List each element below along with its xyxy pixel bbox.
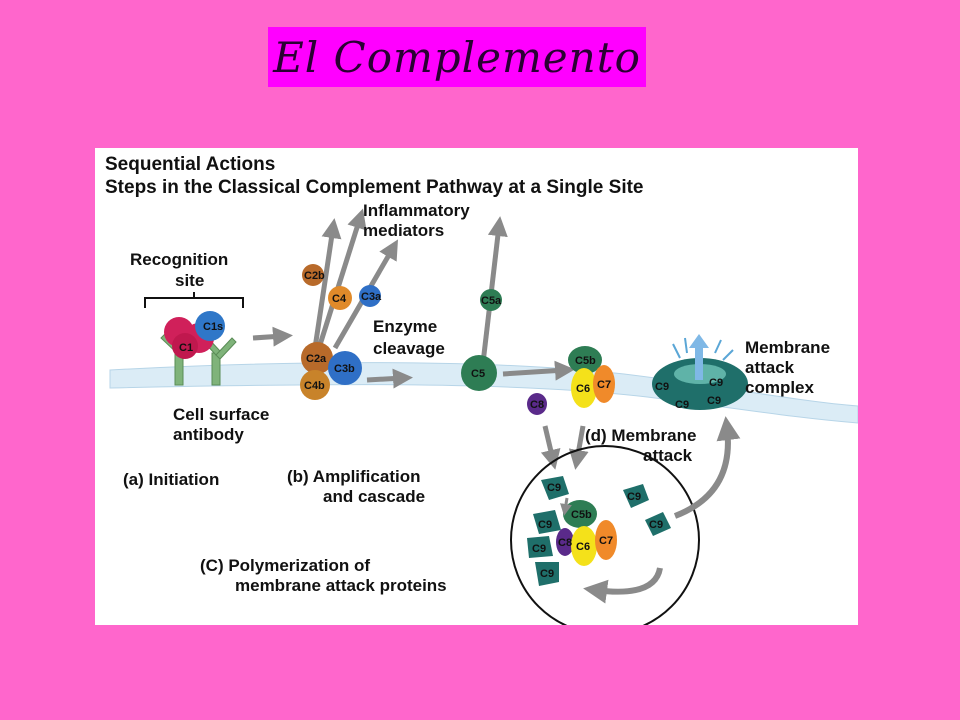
- molecule-c5b-top: [568, 346, 602, 374]
- label-poly-c9-4: C9: [538, 519, 552, 531]
- label-recognition: Recognition: [130, 250, 228, 269]
- arrow-b-to-c5: [366, 368, 413, 389]
- molecule-c2a: [301, 342, 333, 374]
- label-inflammatory: Inflammatory: [363, 201, 470, 220]
- label-c5a: C5a: [481, 295, 502, 307]
- heading-line2: Steps in the Classical Complement Pathwa…: [105, 177, 644, 198]
- label-antibody: antibody: [173, 425, 244, 444]
- arrow-in-circle: [560, 497, 572, 516]
- label-cell-surface: Cell surface: [173, 405, 269, 424]
- polymerization-circle: [510, 445, 700, 625]
- label-c8-free: C8: [530, 399, 544, 411]
- molecule-c4: [328, 286, 352, 310]
- molecule-c3b: [328, 351, 362, 385]
- label-c2b: C2b: [304, 270, 325, 282]
- title-banner: El Complemento: [268, 27, 646, 87]
- label-step-d-2: attack: [643, 446, 693, 465]
- label-mediators: mediators: [363, 221, 444, 240]
- label-poly-c6: C6: [576, 541, 590, 553]
- label-poly-c9-1: C9: [547, 482, 561, 494]
- heading-line1: Sequential Actions: [105, 154, 275, 175]
- molecule-c8-free: [527, 393, 547, 415]
- label-c5b-top: C5b: [575, 355, 596, 367]
- arrow-c2b-out: [312, 218, 342, 349]
- label-c4: C4: [332, 293, 347, 305]
- label-c3a: C3a: [361, 291, 382, 303]
- label-c1s: C1s: [203, 321, 223, 333]
- label-c2a: C2a: [306, 353, 327, 365]
- label-c3b: C3b: [334, 363, 355, 375]
- label-step-a: (a) Initiation: [123, 470, 219, 489]
- arrow-a-to-b: [252, 326, 293, 347]
- complement-pathway-diagram: Sequential Actions Steps in the Classica…: [105, 154, 858, 625]
- label-mac-3: complex: [745, 378, 815, 397]
- label-cleavage: cleavage: [373, 339, 445, 358]
- label-c7-top: C7: [597, 379, 611, 391]
- molecule-c2b: [302, 264, 324, 286]
- recognition-bracket: [144, 292, 244, 308]
- label-mac-c9-1: C9: [655, 381, 669, 393]
- label-mac-1: Membrane: [745, 338, 830, 357]
- label-step-b-2: and cascade: [323, 487, 425, 506]
- label-poly-c5b: C5b: [571, 509, 592, 521]
- label-c6-top: C6: [576, 383, 590, 395]
- label-c4b: C4b: [304, 380, 325, 392]
- molecule-c4b: [300, 370, 330, 400]
- arrow-down-2: [568, 425, 589, 470]
- molecule-c7-top: [593, 365, 615, 403]
- label-poly-c9-6: C9: [540, 568, 554, 580]
- arrow-down-1: [540, 425, 561, 470]
- label-enzyme: Enzyme: [373, 317, 437, 336]
- label-step-d-1: (d) Membrane: [585, 426, 696, 445]
- c1-complex: [164, 311, 225, 359]
- molecule-c5a: [480, 289, 502, 311]
- arrow-curve-right: [673, 416, 741, 519]
- label-poly-c7: C7: [599, 535, 613, 547]
- molecule-c3a: [359, 285, 381, 307]
- arrow-c5-to-c5b: [502, 360, 575, 381]
- molecule-c5: [461, 355, 497, 391]
- molecule-c6-top: [571, 368, 597, 408]
- label-step-c-2: membrane attack proteins: [235, 576, 447, 595]
- label-mac-c9-2: C9: [675, 399, 689, 411]
- arrow-curve-bottom: [583, 567, 663, 604]
- label-poly-c9-5: C9: [532, 543, 546, 555]
- label-c5: C5: [471, 368, 485, 380]
- label-step-c-1: (C) Polymerization of: [200, 556, 370, 575]
- label-mac-c9-4: C9: [709, 377, 723, 389]
- label-mac-c9-3: C9: [707, 395, 721, 407]
- label-site: site: [175, 271, 204, 290]
- arrow-c4-out: [316, 208, 367, 349]
- cell-membrane: [109, 362, 858, 424]
- label-poly-c9-2: C9: [627, 491, 641, 503]
- label-poly-c9-3: C9: [649, 519, 663, 531]
- membrane-attack-complex: [652, 334, 748, 410]
- page-title: El Complemento: [273, 32, 641, 82]
- label-mac-2: attack: [745, 358, 795, 377]
- diagram-panel: Sequential Actions Steps in the Classica…: [95, 148, 858, 625]
- label-step-b-1: (b) Amplification: [287, 467, 420, 486]
- label-c1: C1: [179, 342, 193, 354]
- label-poly-c8: C8: [558, 537, 572, 549]
